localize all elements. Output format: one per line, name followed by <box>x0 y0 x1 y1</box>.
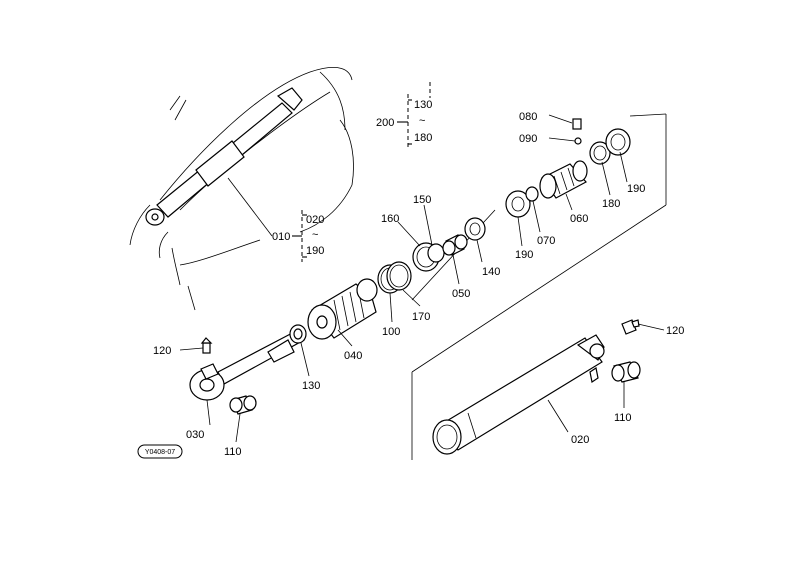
label-150: 150 <box>413 194 431 206</box>
label-050: 050 <box>452 288 470 300</box>
label-160: 160 <box>381 213 399 225</box>
group-label-010: 010 <box>272 231 290 243</box>
label-120-right: 120 <box>666 325 684 337</box>
label-180: 180 <box>602 198 620 210</box>
bushing-050 <box>442 234 468 256</box>
steel-ball-090 <box>574 137 582 145</box>
cylinder-tube-020 <box>432 334 605 455</box>
label-110-right: 110 <box>614 412 632 424</box>
label-170: 170 <box>412 311 430 323</box>
group-tilde-200: ~ <box>419 115 425 127</box>
group-tilde-010: ~ <box>312 229 318 241</box>
drawing-code-badge: Y0408-07 <box>137 444 183 459</box>
grease-nipple-left <box>200 337 213 354</box>
label-030: 030 <box>186 429 204 441</box>
group-label-200: 200 <box>376 117 394 129</box>
group-bracket-010: 010 020 ~ 190 <box>227 177 324 262</box>
seal-180 <box>589 141 611 165</box>
machine-outline <box>129 67 354 311</box>
label-090: 090 <box>519 133 537 145</box>
part-labels: 080 090 190 180 060 070 190 150 160 140 … <box>153 111 684 458</box>
group-bracket-200: 200 130 ~ 180 <box>376 82 432 148</box>
label-060: 060 <box>570 213 588 225</box>
grease-nipple-right <box>621 319 640 335</box>
label-130: 130 <box>302 380 320 392</box>
label-040: 040 <box>344 350 362 362</box>
bushing-left <box>229 395 257 415</box>
label-110-left: 110 <box>224 446 242 458</box>
ring-140 <box>464 217 486 241</box>
group-top-010: 020 <box>306 214 324 226</box>
label-080: 080 <box>519 111 537 123</box>
label-190-top: 190 <box>627 183 645 195</box>
bushing-right <box>611 361 641 383</box>
ring-190-top <box>605 128 631 156</box>
exploded-frame <box>411 113 667 460</box>
group-bottom-200: 180 <box>414 132 432 144</box>
label-140: 140 <box>482 266 500 278</box>
piston-060 <box>539 160 588 199</box>
drawing-code-text: Y0408-07 <box>145 449 175 456</box>
rod-seal-130 <box>289 324 307 344</box>
label-120-left: 120 <box>153 345 171 357</box>
snap-rings <box>377 261 412 294</box>
label-190-middle: 190 <box>515 249 533 261</box>
label-070: 070 <box>537 235 555 247</box>
seal-160-150 <box>412 242 445 272</box>
o-ring-070 <box>525 186 539 202</box>
set-screw-080 <box>572 118 582 130</box>
group-top-200: 130 <box>414 99 432 111</box>
label-100: 100 <box>382 326 400 338</box>
rod-guide-040 <box>307 278 378 340</box>
machine-cylinder <box>145 87 303 226</box>
label-020: 020 <box>571 434 589 446</box>
leader-lines <box>179 114 665 443</box>
group-bottom-010: 190 <box>306 245 324 257</box>
